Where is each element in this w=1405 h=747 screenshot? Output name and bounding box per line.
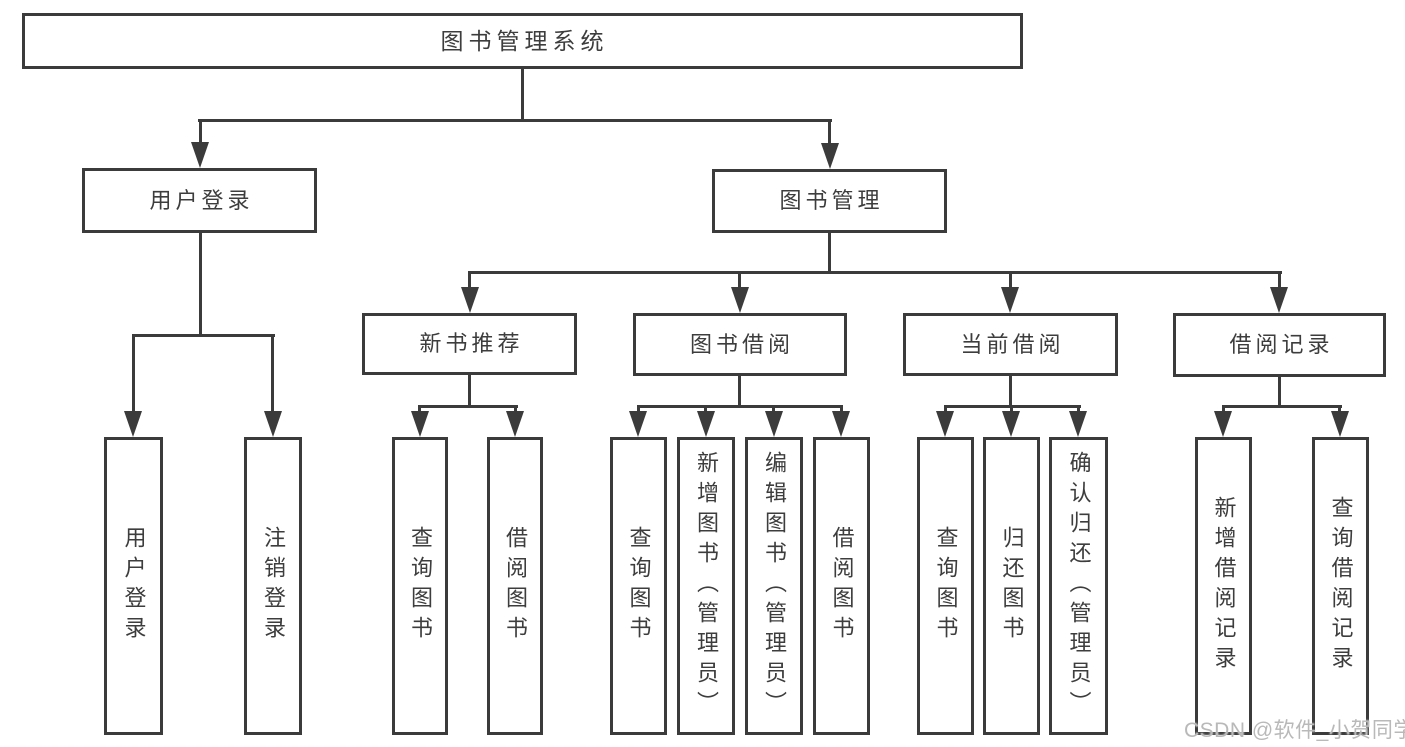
connector-level2-bus <box>198 119 832 122</box>
node-new-book-rec-label: 新书推荐 <box>419 331 524 356</box>
connector-drop-user-login <box>199 119 202 145</box>
leaf-borrow-book-b-label: 借阅图书 <box>829 526 855 646</box>
leaf-logout-label: 注销登录 <box>261 526 286 646</box>
node-book-mgmt: 图书管理 <box>712 169 947 233</box>
connector-drop-leaf <box>1338 405 1341 414</box>
arrowhead-leaf-return-book <box>1002 411 1020 437</box>
connector-book-borrow-bus <box>637 405 843 408</box>
node-borrow-records: 借阅记录 <box>1173 313 1386 377</box>
arrowhead-current-borrow <box>1001 287 1019 313</box>
arrowhead-leaf-query-book-a <box>411 411 429 437</box>
connector-current-borrow-stem <box>1009 375 1012 408</box>
connector-drop-leaf <box>1010 405 1013 414</box>
connector-borrow-records-bus <box>1222 405 1342 408</box>
connector-drop-leaf <box>514 405 517 414</box>
connector-drop-leaf <box>840 405 843 414</box>
leaf-query-book-c: 查询图书 <box>917 437 974 735</box>
leaf-confirm-return: 确认归还（管理员） <box>1049 437 1108 735</box>
node-new-book-rec: 新书推荐 <box>362 313 577 375</box>
leaf-edit-book: 编辑图书（管理员） <box>745 437 803 735</box>
leaf-query-book-a: 查询图书 <box>392 437 448 735</box>
leaf-borrow-book-a: 借阅图书 <box>487 437 543 735</box>
connector-drop-book-mgmt <box>828 119 831 146</box>
node-borrow-records-label: 借阅记录 <box>1229 332 1334 357</box>
connector-new-book-rec-stem <box>468 375 471 408</box>
connector-drop-leaf <box>944 405 947 414</box>
connector-new-book-rec-bus <box>418 405 518 408</box>
leaf-confirm-return-label: 确认归还（管理员） <box>1066 451 1092 721</box>
arrowhead-leaf-query-book-b <box>629 411 647 437</box>
arrowhead-book-borrow <box>731 287 749 313</box>
arrowhead-new-book-rec <box>461 287 479 313</box>
leaf-borrow-book-b: 借阅图书 <box>813 437 870 735</box>
connector-drop-leaf <box>637 405 640 414</box>
leaf-return-book-label: 归还图书 <box>999 526 1025 646</box>
connector-drop-book-borrow <box>738 271 741 290</box>
connector-book-borrow-stem <box>738 375 741 408</box>
leaf-query-book-c-label: 查询图书 <box>933 526 959 646</box>
arrowhead-leaf-logout <box>264 411 282 437</box>
leaf-edit-book-label: 编辑图书（管理员） <box>762 451 787 721</box>
node-root: 图书管理系统 <box>22 13 1023 69</box>
leaf-return-book: 归还图书 <box>983 437 1040 735</box>
arrowhead-leaf-borrow-book-b <box>832 411 850 437</box>
node-current-borrow: 当前借阅 <box>903 313 1118 376</box>
connector-drop-leaf <box>1077 405 1080 414</box>
connector-drop-leaf-logout <box>271 334 274 414</box>
leaf-query-book-b-label: 查询图书 <box>626 526 652 646</box>
connector-borrow-records-stem <box>1278 377 1281 408</box>
node-book-borrow-label: 图书借阅 <box>689 331 794 357</box>
node-root-label: 图书管理系统 <box>440 27 609 54</box>
connector-drop-current-borrow <box>1009 271 1012 290</box>
leaf-query-record: 查询借阅记录 <box>1312 437 1369 735</box>
leaf-borrow-book-a-label: 借阅图书 <box>503 526 528 646</box>
leaf-add-record-label: 新增借阅记录 <box>1211 496 1237 676</box>
csdn-watermark: CSDN @软件_小贺同学 <box>1184 719 1405 742</box>
arrowhead-leaf-edit-book <box>765 411 783 437</box>
arrowhead-leaf-add-book <box>697 411 715 437</box>
connector-drop-leaf <box>704 405 707 414</box>
leaf-add-book: 新增图书（管理员） <box>677 437 735 735</box>
connector-drop-leaf <box>418 405 421 414</box>
connector-user-login-stem <box>199 233 202 336</box>
connector-user-login-bus <box>132 334 275 337</box>
leaf-add-book-label: 新增图书（管理员） <box>694 451 719 721</box>
connector-book-mgmt-stem <box>828 233 831 273</box>
node-user-login: 用户登录 <box>82 168 317 233</box>
node-book-mgmt-label: 图书管理 <box>779 188 884 213</box>
arrowhead-leaf-query-record <box>1331 411 1349 437</box>
connector-level3-bus <box>468 271 1282 274</box>
leaf-query-book-a-label: 查询图书 <box>408 526 433 646</box>
arrowhead-leaf-user-login <box>124 411 142 437</box>
arrowhead-leaf-add-record <box>1214 411 1232 437</box>
leaf-query-book-b: 查询图书 <box>610 437 667 735</box>
arrowhead-leaf-confirm-return <box>1069 411 1087 437</box>
arrowhead-user-login <box>191 142 209 168</box>
connector-drop-leaf <box>1222 405 1225 414</box>
connector-drop-borrow-records <box>1278 271 1281 290</box>
leaf-logout: 注销登录 <box>244 437 302 735</box>
connector-drop-new-book-rec <box>468 271 471 290</box>
connector-drop-leaf <box>772 405 775 414</box>
node-current-borrow-label: 当前借阅 <box>960 331 1065 357</box>
leaf-user-login-label: 用户登录 <box>121 526 147 646</box>
leaf-query-record-label: 查询借阅记录 <box>1328 496 1354 676</box>
leaf-user-login: 用户登录 <box>104 437 163 735</box>
connector-root-stem <box>521 69 524 122</box>
arrowhead-leaf-query-book-c <box>936 411 954 437</box>
arrowhead-leaf-borrow-book-a <box>506 411 524 437</box>
leaf-add-record: 新增借阅记录 <box>1195 437 1252 735</box>
arrowhead-borrow-records <box>1270 287 1288 313</box>
connector-drop-leaf-user-login <box>132 334 135 414</box>
arrowhead-book-mgmt <box>821 143 839 169</box>
node-user-login-label: 用户登录 <box>149 187 254 213</box>
node-book-borrow: 图书借阅 <box>633 313 847 376</box>
